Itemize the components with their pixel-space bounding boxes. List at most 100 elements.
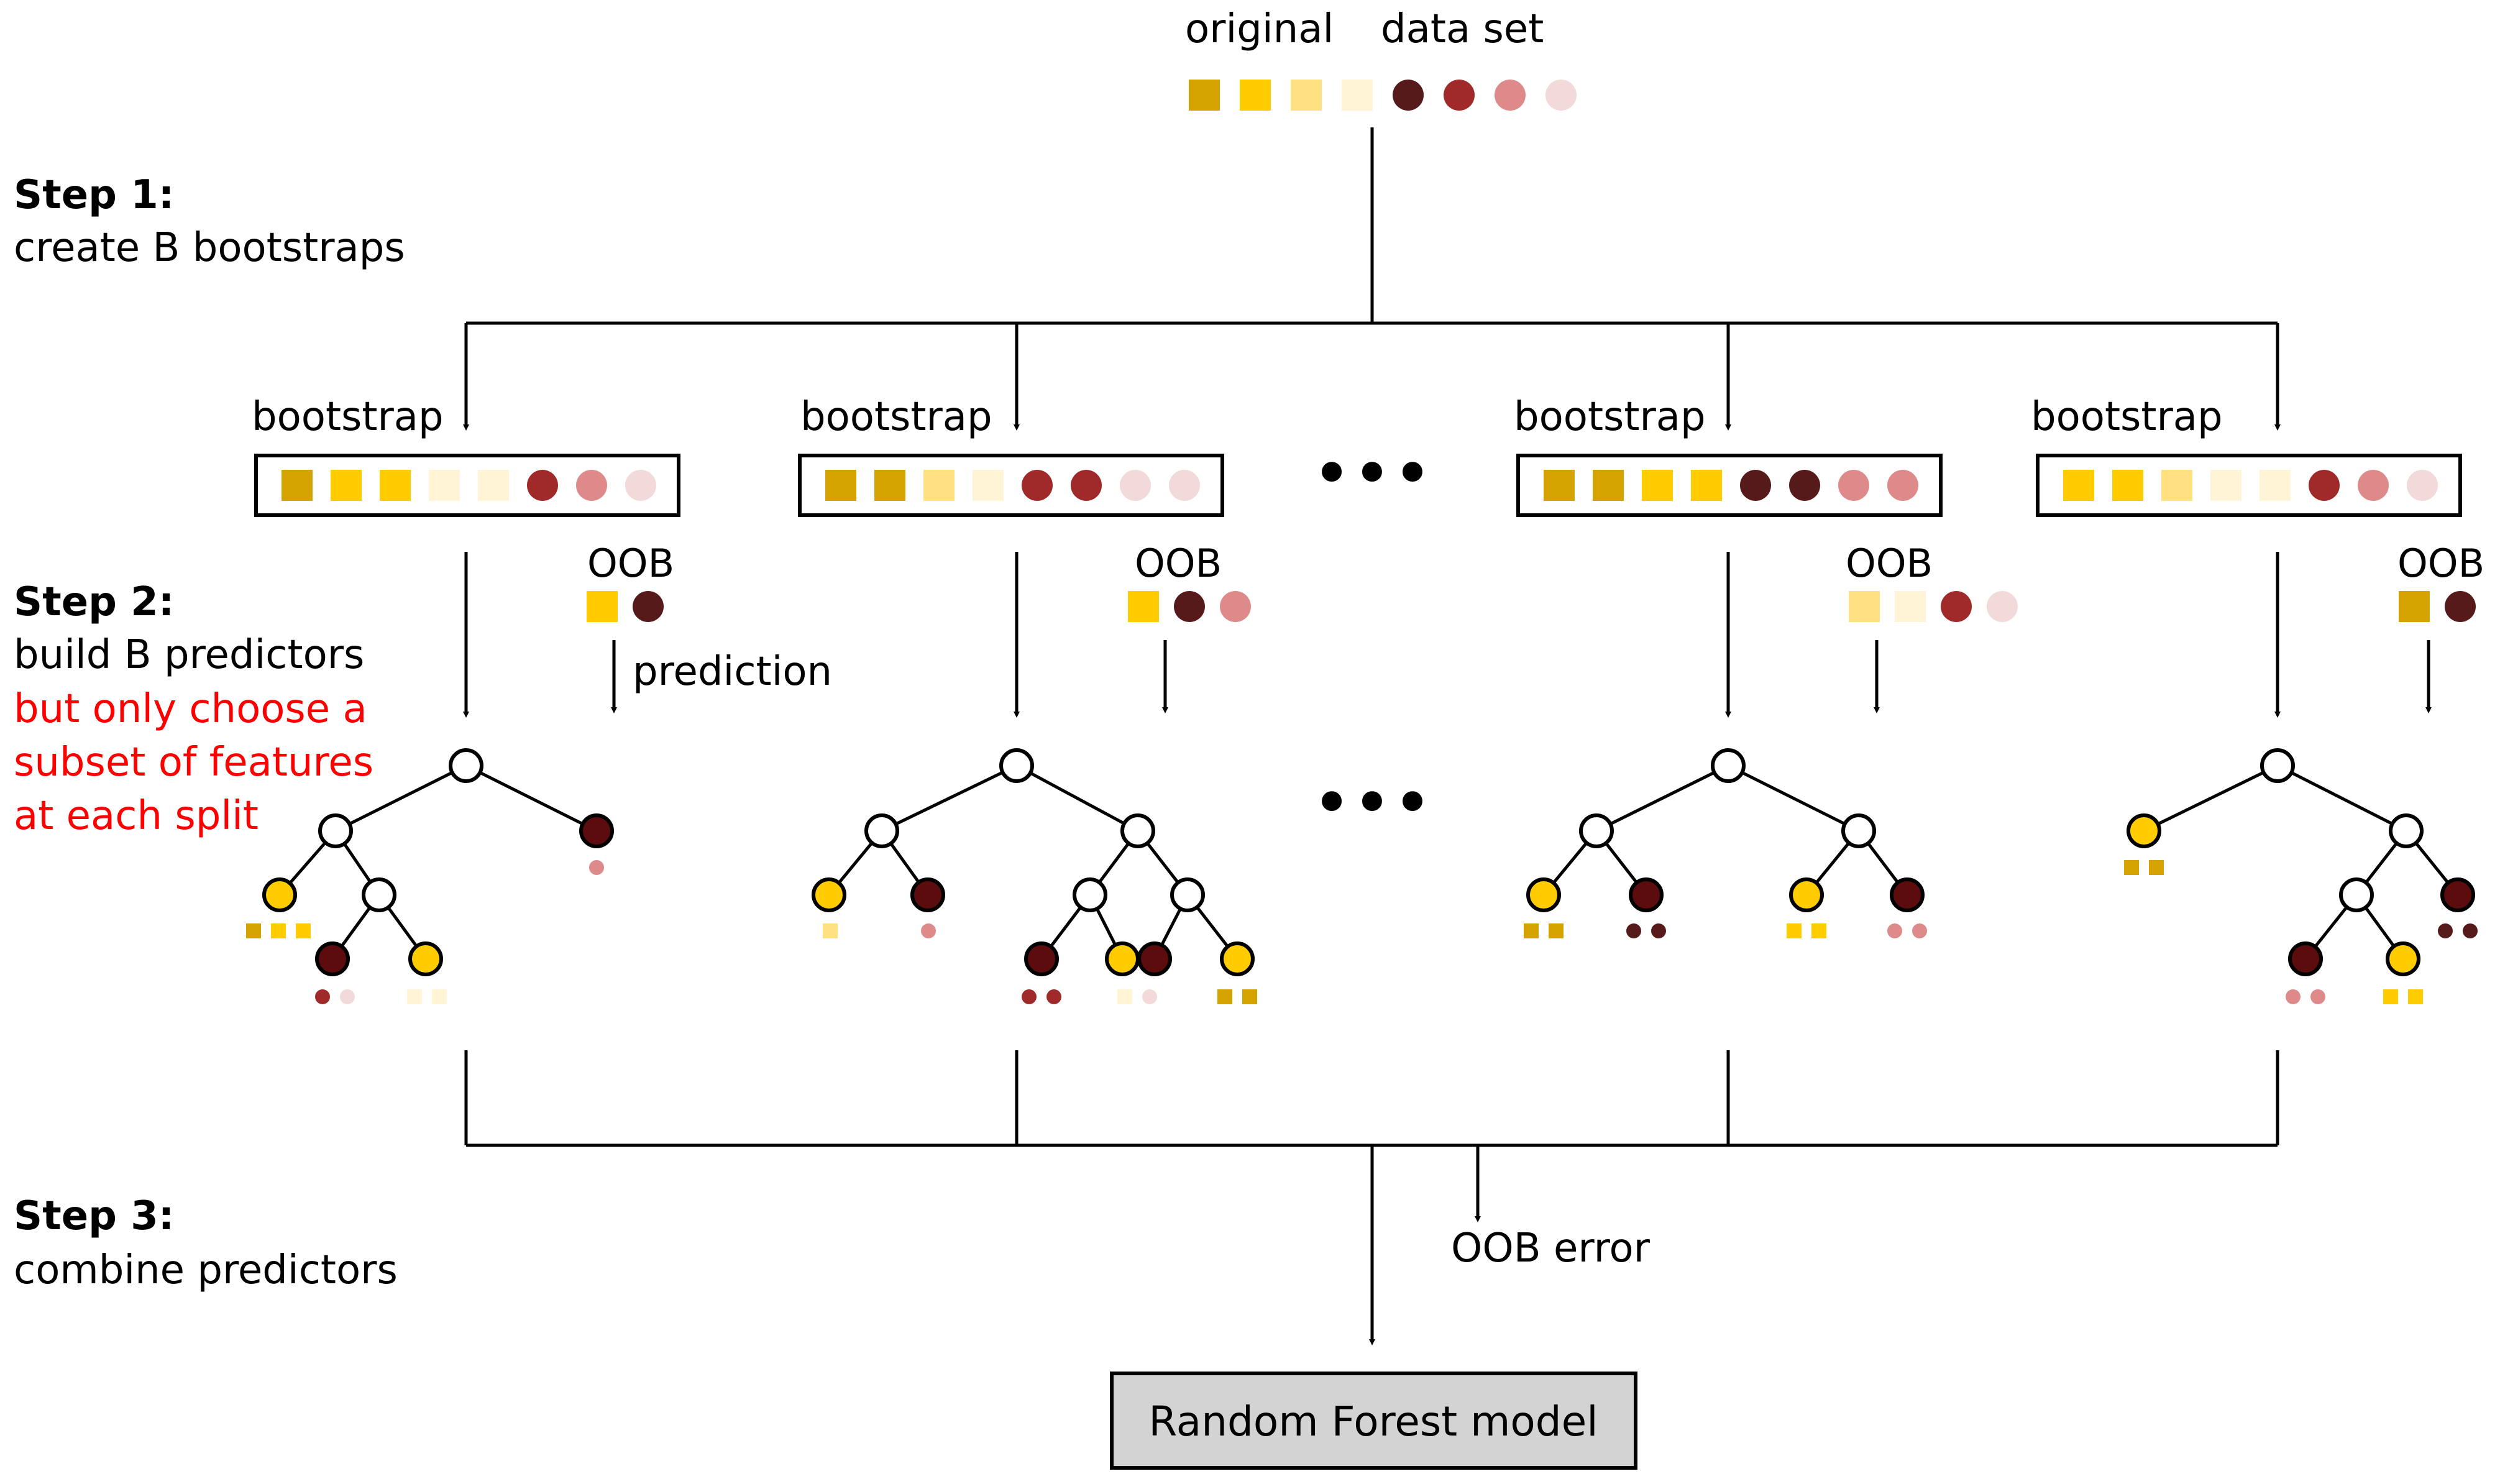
oob-item-square: [587, 591, 618, 622]
tree-leaf-gold: [1220, 941, 1255, 976]
step1-connectors: [463, 127, 2281, 431]
tree-split-node: [318, 813, 353, 848]
bootstrap-box: [1516, 454, 1943, 517]
bootstrap-item-square: [380, 470, 411, 501]
tree-edge: [1595, 764, 1729, 833]
bootstrap-item-square: [1593, 470, 1624, 501]
bootstrap-item-circle: [625, 470, 656, 501]
bootstrap-item-circle: [1071, 470, 1102, 501]
tree-leaf-gold: [1105, 941, 1140, 976]
leaf-item-square: [296, 923, 311, 938]
step1-text: create B bootstraps: [14, 225, 405, 271]
original-item-square: [1342, 80, 1373, 111]
leaf-item-square: [1117, 989, 1132, 1004]
bootstrap-label: bootstrap: [252, 394, 444, 440]
leaf-item-circle: [315, 989, 330, 1004]
oob-label: OOB: [2397, 541, 2484, 586]
bootstrap-item-square: [2112, 470, 2143, 501]
bootstrap-item-square: [2260, 470, 2291, 501]
title-original: original: [1185, 6, 1334, 52]
bootstrap-item-circle: [1120, 470, 1151, 501]
leaf-item-circle: [2310, 989, 2325, 1004]
tree-leaf-maroon: [1137, 941, 1172, 976]
original-data-set-items: [1189, 80, 1577, 111]
bootstrap-box: [2036, 454, 2462, 517]
leaf-item-circle: [340, 989, 355, 1004]
step1-heading: Step 1:: [14, 172, 174, 218]
decision-tree: [812, 748, 1257, 1004]
tree-edge: [1015, 764, 1139, 833]
leaf-item-circle: [1142, 989, 1157, 1004]
leaf-item-circle: [1887, 923, 1902, 938]
tree-split-node: [1711, 748, 1746, 783]
leaf-item-square: [1524, 923, 1539, 938]
bootstrap-item-circle: [2358, 470, 2389, 501]
leaf-item-square: [2124, 860, 2139, 875]
leaf-item-circle: [1046, 989, 1061, 1004]
decision-tree: [1524, 748, 1927, 938]
bootstrap-item-circle: [1740, 470, 1771, 501]
oob-item-square: [1895, 591, 1926, 622]
bootstrap-item-square: [1642, 470, 1673, 501]
bootstrap-item-square: [331, 470, 362, 501]
oob-error-label: OOB error: [1451, 1225, 1651, 1271]
random-forest-model-box: [1110, 1372, 1637, 1470]
original-item-square: [1240, 80, 1271, 111]
step3-connectors: [464, 1050, 2279, 1345]
leaf-item-circle: [2438, 923, 2453, 938]
tree-leaf-maroon: [579, 813, 614, 848]
leaf-item-square: [246, 923, 261, 938]
leaf-item-square: [2149, 860, 2164, 875]
tree-split-node: [1170, 877, 1205, 912]
tree-split-node: [362, 877, 396, 912]
bootstrap-item-square: [2161, 470, 2192, 501]
original-item-circle: [1444, 80, 1475, 111]
title-dataset: data set: [1381, 6, 1544, 52]
tree-leaf-gold: [262, 877, 297, 912]
bootstrap-box: [254, 454, 680, 517]
leaf-item-circle: [2463, 923, 2478, 938]
bootstrap-item-square: [429, 470, 460, 501]
tree-leaf-gold: [812, 877, 846, 912]
oob-label: OOB: [1846, 541, 1933, 586]
tree-edge: [334, 764, 467, 833]
tree-leaf-gold: [2386, 941, 2420, 976]
bootstrap-item-square: [1544, 470, 1575, 501]
tree-split-node: [864, 813, 899, 848]
tree-split-node: [1073, 877, 1107, 912]
leaf-item-circle: [1651, 923, 1666, 938]
tree-leaf-maroon: [315, 941, 350, 976]
bootstrap-item-square: [825, 470, 856, 501]
step3-text: combine predictors: [14, 1247, 398, 1293]
bootstrap-item-circle: [2309, 470, 2340, 501]
oob-item-square: [1128, 591, 1159, 622]
leaf-item-circle: [1022, 989, 1037, 1004]
tree-split-node: [2339, 877, 2374, 912]
step2-red-line1: but only choose a: [14, 686, 367, 732]
tree-leaf-gold: [408, 941, 443, 976]
step3-heading: Step 3:: [14, 1193, 174, 1239]
oob-item-circle: [1220, 591, 1251, 622]
original-item-circle: [1495, 80, 1526, 111]
leaf-item-circle: [1626, 923, 1641, 938]
bootstrap-item-circle: [1169, 470, 1200, 501]
original-item-square: [1189, 80, 1220, 111]
leaf-item-circle: [589, 860, 604, 875]
step2-heading: Step 2:: [14, 579, 174, 625]
oob-item-circle: [1941, 591, 1972, 622]
leaf-item-circle: [2286, 989, 2301, 1004]
step2-text: build B predictors: [14, 632, 364, 678]
random-forest-model-label: Random Forest model: [1148, 1398, 1598, 1445]
oob-item-circle: [2445, 591, 2476, 622]
decision-tree: [2124, 748, 2478, 1004]
decision-tree: [246, 748, 614, 1004]
tree-leaf-maroon: [910, 877, 945, 912]
tree-leaf-gold: [2127, 813, 2161, 848]
step2-red-line3: at each split: [14, 793, 259, 839]
leaf-item-square: [1787, 923, 1802, 938]
tree-split-node: [1120, 813, 1155, 848]
